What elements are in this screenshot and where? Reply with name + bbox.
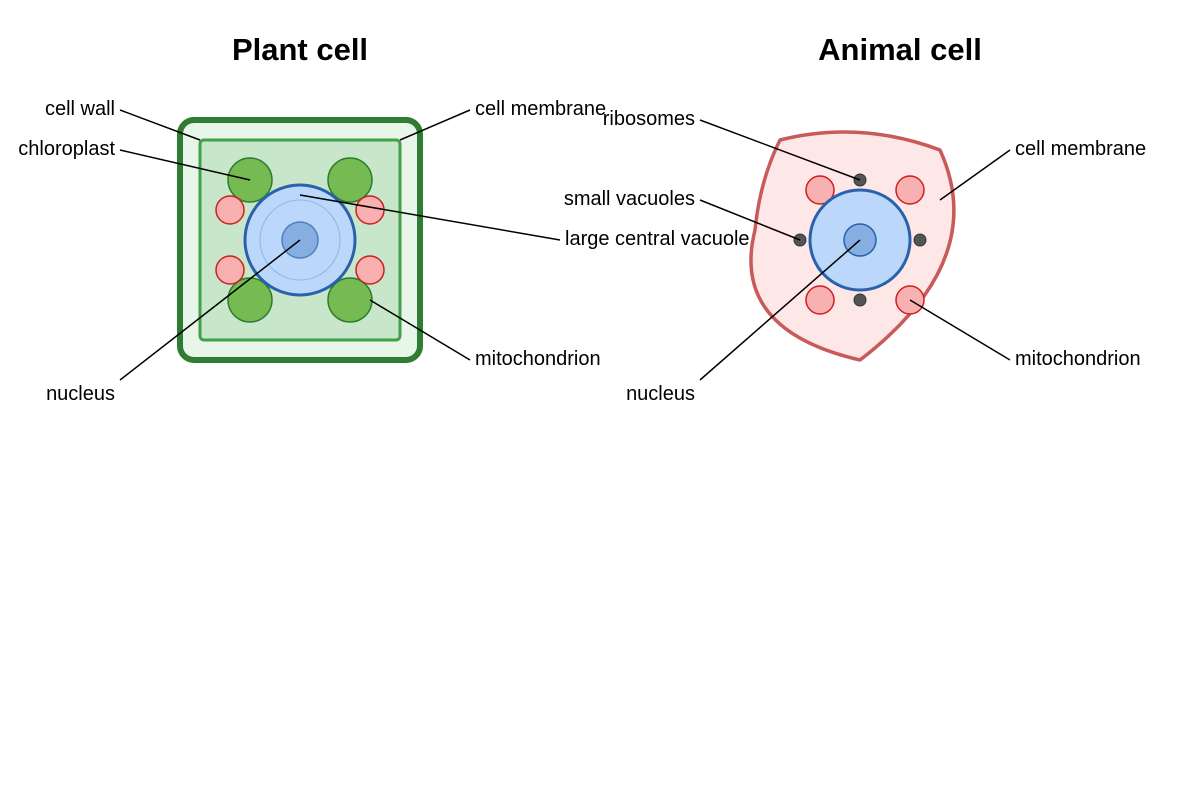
leader-chloroplast xyxy=(119,149,251,181)
label-animal-mitochondrion: mitochondrion xyxy=(1015,348,1141,370)
label-plant-cell-membrane: cell membrane xyxy=(475,98,606,120)
mitochondrion xyxy=(215,255,245,285)
mitochondrion xyxy=(805,285,835,315)
label-large-central-vacuole: large central vacuole xyxy=(565,228,750,250)
leader-animal-cell-membrane xyxy=(939,149,1011,201)
label-animal-cell-membrane: cell membrane xyxy=(1015,138,1146,160)
label-small-vacuoles: small vacuoles xyxy=(564,188,695,210)
plant-cell-title: Plant cell xyxy=(232,32,368,67)
label-plant-nucleus: nucleus xyxy=(46,383,115,405)
mitochondrion xyxy=(355,255,385,285)
label-cell-wall: cell wall xyxy=(45,98,115,120)
ribosome xyxy=(853,293,867,307)
chloroplast xyxy=(327,277,373,323)
leader-plant-mitochondrion xyxy=(369,299,471,361)
leader-animal-mitochondrion xyxy=(909,299,1011,361)
label-chloroplast: chloroplast xyxy=(18,138,115,160)
mitochondrion xyxy=(355,195,385,225)
plant-cell: Plant cell cell wall chloroplast cell me… xyxy=(18,32,749,405)
mitochondrion xyxy=(895,175,925,205)
label-ribosomes: ribosomes xyxy=(603,108,695,130)
mitochondrion xyxy=(805,175,835,205)
label-animal-nucleus: nucleus xyxy=(626,383,695,405)
vacuole-inner-ring xyxy=(259,199,341,281)
animal-cell: Animal cell ribosomes small vacuoles cel… xyxy=(564,32,1146,405)
leader-large-central-vacuole xyxy=(299,194,561,241)
leader-animal-nucleus xyxy=(699,239,861,381)
mitochondrion xyxy=(215,195,245,225)
animal-cell-title: Animal cell xyxy=(818,32,982,67)
label-plant-mitochondrion: mitochondrion xyxy=(475,348,601,370)
ribosome xyxy=(913,233,927,247)
leader-plant-nucleus xyxy=(119,239,301,381)
leader-small-vacuoles xyxy=(699,199,801,241)
chloroplast xyxy=(327,157,373,203)
leader-cell-wall xyxy=(119,109,201,141)
leader-ribosomes xyxy=(699,119,861,181)
leader-plant-cell-membrane xyxy=(399,109,471,141)
